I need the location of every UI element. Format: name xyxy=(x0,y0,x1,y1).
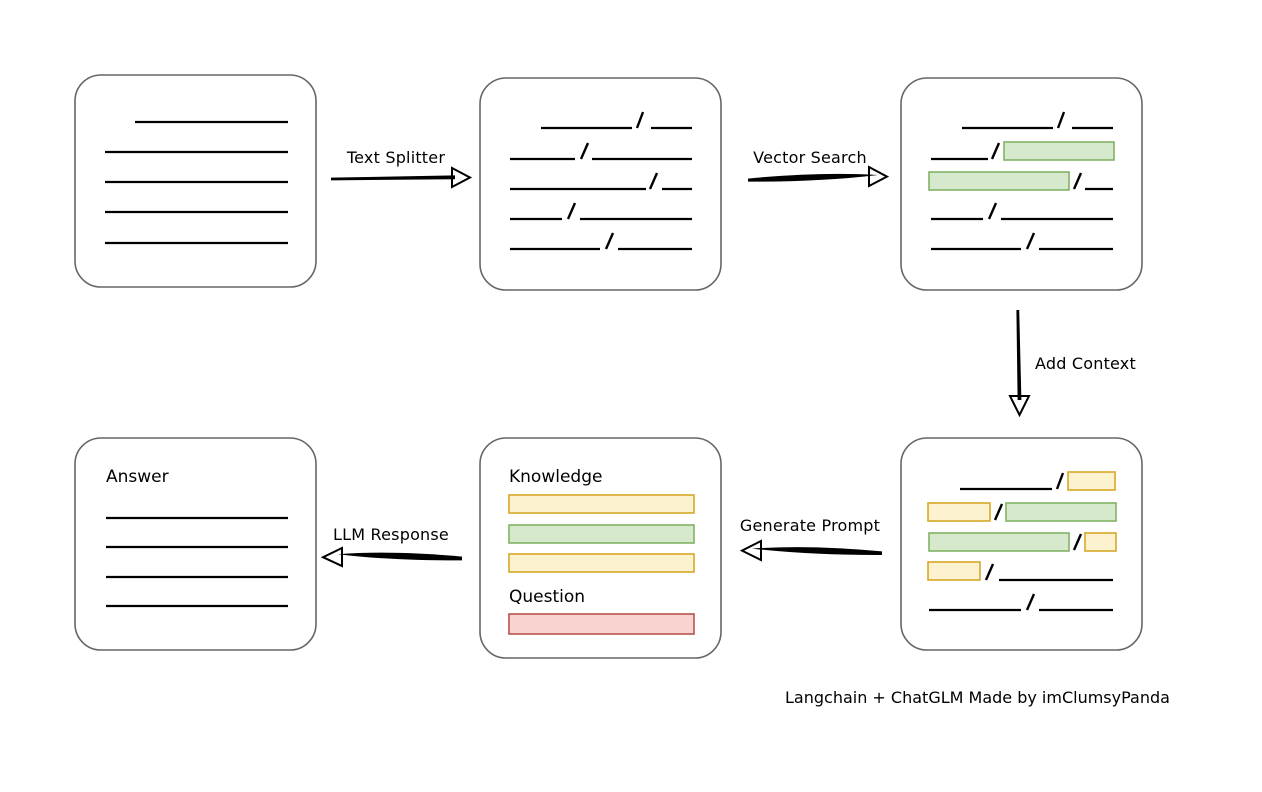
node-matched-chunks[interactable] xyxy=(900,77,1143,291)
split-chunks-slash-2 xyxy=(579,142,590,160)
context-chunks-slash-4 xyxy=(984,563,995,581)
prompt-box[interactable] xyxy=(479,437,722,659)
node-answer[interactable]: Answer xyxy=(74,437,317,651)
prompt-question-title: Question xyxy=(509,587,585,607)
matched-chunks-slash-5 xyxy=(1025,232,1036,250)
matched-chunks-highlight-green-2 xyxy=(928,171,1070,191)
edge-text-splitter-arrowhead xyxy=(451,166,473,189)
split-chunks-box[interactable] xyxy=(479,77,722,291)
split-chunks-slash-3 xyxy=(648,172,659,190)
edge-vector-search-label: Vector Search xyxy=(753,148,867,167)
prompt-knowledge-title: Knowledge xyxy=(509,467,602,487)
context-chunks-slash-2 xyxy=(993,503,1004,521)
node-split-chunks[interactable] xyxy=(479,77,722,291)
diagram-caption: Langchain + ChatGLM Made by imClumsyPand… xyxy=(785,688,1170,707)
context-chunks-slash-1 xyxy=(1055,472,1065,490)
answer-box[interactable] xyxy=(74,437,317,651)
edge-generate-prompt-line xyxy=(752,547,882,556)
edge-llm-response-arrowhead xyxy=(320,546,343,568)
split-chunks-slash-5 xyxy=(604,232,615,250)
edge-llm-response[interactable]: LLM Response xyxy=(320,525,462,568)
edge-generate-prompt-label: Generate Prompt xyxy=(740,516,880,535)
context-chunks-slash-5 xyxy=(1025,593,1036,611)
prompt-knowledge-bar-yellow-1 xyxy=(508,494,695,514)
answer-title: Answer xyxy=(106,467,169,487)
context-chunks-highlight-yellow-1 xyxy=(1067,471,1116,491)
matched-chunks-slash-4 xyxy=(987,202,998,220)
node-source-document[interactable] xyxy=(74,74,317,288)
prompt-knowledge-bar-yellow-2 xyxy=(508,553,695,573)
edge-add-context-arrowhead xyxy=(1008,395,1031,418)
matched-chunks-highlight-green-1 xyxy=(1003,141,1115,161)
context-chunks-highlight-green-1 xyxy=(1005,502,1117,522)
context-chunks-slash-3 xyxy=(1072,533,1083,551)
edge-generate-prompt-arrowhead xyxy=(739,539,762,562)
prompt-question-bar xyxy=(508,613,695,635)
node-context-chunks[interactable] xyxy=(900,437,1143,651)
edge-text-splitter-label: Text Splitter xyxy=(346,148,445,167)
split-chunks-slash-1 xyxy=(635,111,645,129)
context-chunks-highlight-green-2 xyxy=(928,532,1070,552)
edge-vector-search-arrowhead xyxy=(868,165,890,188)
split-chunks-slash-4 xyxy=(566,202,577,220)
edge-llm-response-line xyxy=(338,552,462,561)
edge-vector-search-line xyxy=(748,173,878,182)
edge-add-context-label: Add Context xyxy=(1035,354,1136,373)
edge-text-splitter-line xyxy=(331,175,455,181)
matched-chunks-slash-1 xyxy=(1056,111,1066,129)
edge-add-context[interactable]: Add Context xyxy=(1008,310,1136,418)
matched-chunks-slash-2 xyxy=(990,142,1001,160)
context-chunks-highlight-yellow-3 xyxy=(1084,532,1117,552)
prompt-knowledge-bar-green-1 xyxy=(508,524,695,544)
edge-text-splitter[interactable]: Text Splitter xyxy=(331,148,473,189)
context-chunks-highlight-yellow-2 xyxy=(927,502,991,522)
edge-add-context-line xyxy=(1016,310,1022,400)
edge-generate-prompt[interactable]: Generate Prompt xyxy=(739,516,882,562)
edge-llm-response-label: LLM Response xyxy=(333,525,449,544)
node-prompt[interactable]: Knowledge Question xyxy=(479,437,722,659)
context-chunks-highlight-yellow-4 xyxy=(927,561,981,581)
matched-chunks-slash-3 xyxy=(1072,172,1083,190)
edge-vector-search[interactable]: Vector Search xyxy=(748,148,890,188)
